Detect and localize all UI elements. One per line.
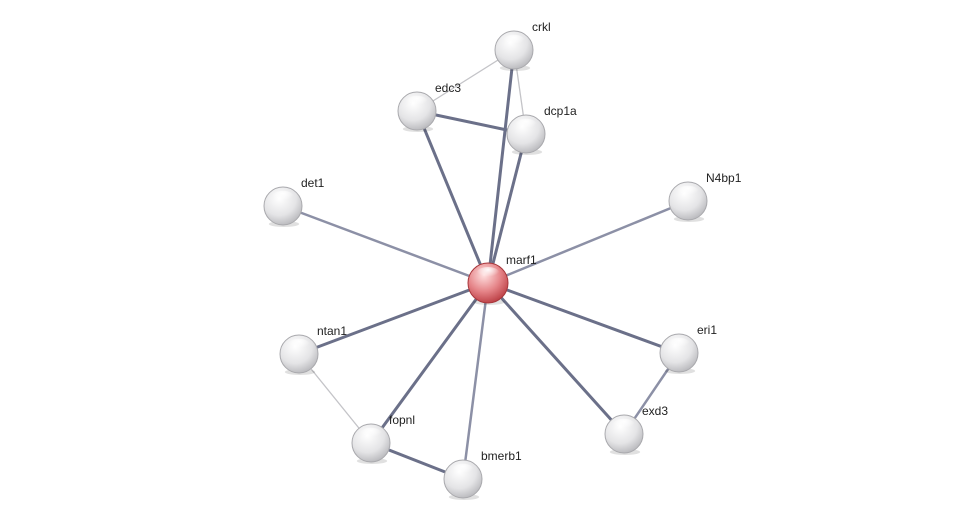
node-label: crkl [532, 20, 551, 34]
node-fopnl[interactable]: fopnl [351, 413, 415, 464]
edge-marf1-ntan1 [297, 281, 490, 356]
node-highlight [476, 267, 500, 281]
node-label: eri1 [697, 323, 717, 337]
node-label: bmerb1 [481, 449, 522, 463]
node-ntan1[interactable]: ntan1 [279, 324, 347, 375]
edge-marf1-fopnl [369, 281, 490, 445]
edge-marf1-bmerb1 [461, 281, 490, 481]
node-eri1[interactable]: eri1 [659, 323, 717, 374]
edge-marf1-det1 [281, 204, 490, 285]
node-crkl[interactable]: crkl [494, 20, 551, 71]
node-dcp1a[interactable]: dcp1a [506, 104, 577, 155]
node-label: edc3 [435, 81, 461, 95]
node-highlight [612, 418, 636, 433]
node-label: N4bp1 [706, 171, 742, 185]
edge-marf1-exd3 [486, 281, 626, 436]
node-highlight [502, 34, 526, 49]
nodes-layer: marf1 crkl edc3 dcp1a det1 N4bp1 ntan1 eri1 exd3… [263, 20, 742, 500]
node-label: det1 [301, 176, 325, 190]
node-det1[interactable]: det1 [263, 176, 325, 227]
node-label: fopnl [389, 413, 415, 427]
node-highlight [287, 338, 311, 353]
node-label: ntan1 [317, 324, 347, 338]
node-marf1[interactable]: marf1 [467, 253, 537, 305]
node-label: exd3 [642, 404, 668, 418]
node-N4bp1[interactable]: N4bp1 [668, 171, 742, 222]
node-highlight [405, 95, 429, 110]
edge-marf1-edc3 [415, 109, 490, 285]
node-bmerb1[interactable]: bmerb1 [443, 449, 522, 500]
node-label: dcp1a [544, 104, 577, 118]
edge-marf1-N4bp1 [486, 199, 690, 285]
node-highlight [514, 118, 538, 133]
edge-marf1-eri1 [486, 281, 681, 355]
node-highlight [667, 337, 691, 352]
node-highlight [451, 463, 475, 478]
node-highlight [271, 190, 295, 205]
node-edc3[interactable]: edc3 [397, 81, 461, 132]
node-label: marf1 [506, 253, 537, 267]
edge-marf1-crkl [486, 48, 516, 285]
edge-marf1-dcp1a [486, 132, 528, 285]
node-highlight [676, 185, 700, 200]
node-exd3[interactable]: exd3 [604, 404, 668, 455]
node-highlight [359, 427, 383, 442]
